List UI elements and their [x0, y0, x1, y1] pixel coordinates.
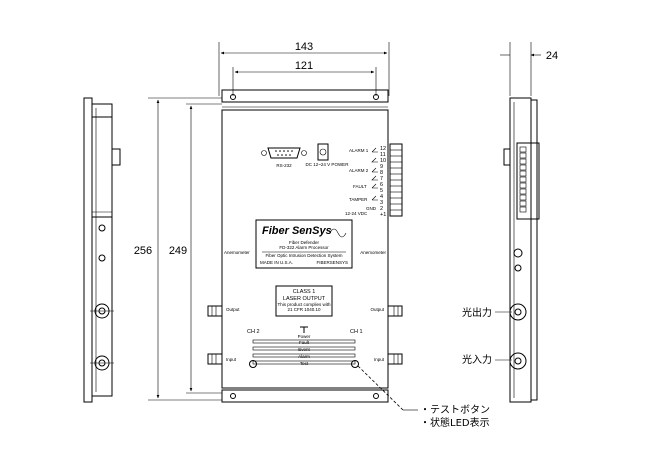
dimension-width-inner: 121 [232, 60, 377, 96]
terminal-8: 8 [380, 170, 383, 176]
dc-power-jack: DC 12~24 V POWER [306, 143, 350, 167]
gnd-label: GND [366, 206, 377, 211]
status-led-label: ・状態LED表示 [420, 416, 490, 429]
anemometer-left-label: Anemometer [224, 250, 250, 255]
led-bar-event [252, 346, 356, 351]
callout-test-led: ・テストボタン ・状態LED表示 [357, 365, 490, 429]
bottom-flange [221, 389, 389, 403]
ch1-label: CH 1 [350, 329, 363, 335]
system-name: Fiber Optic Intrusion Detection System [265, 253, 342, 258]
dc-power-label: DC 12~24 V POWER [306, 162, 350, 167]
input-right-label: Input [374, 357, 385, 362]
mount-hole [230, 393, 236, 399]
test-button-ch2[interactable] [249, 360, 257, 368]
terminal-10: 10 [380, 158, 386, 164]
laser-notice-2: 21 CFR 1040.10 [287, 307, 321, 312]
led-bar-alarm [252, 353, 356, 358]
output-port-left: Output [207, 305, 240, 317]
dimension-121-label: 121 [295, 60, 313, 72]
dimension-height-inner: 249 [169, 103, 222, 394]
optical-output-label: 光出力 [462, 306, 492, 319]
alarm1-label: ALARM 1 [349, 148, 369, 153]
terminal-5: 5 [380, 188, 383, 194]
output-left-label: Output [226, 307, 240, 312]
terminal-2: 2 [380, 206, 383, 212]
dimension-24-label: 24 [546, 50, 558, 62]
tamper-label: TAMPER [349, 197, 368, 202]
laser-notice-1: This product complies with [277, 302, 331, 307]
ch2-label: CH 2 [247, 329, 260, 335]
input-port-left: Input [207, 353, 237, 365]
status-alarm-label: Alarm [298, 354, 310, 359]
input-left-label: Input [226, 357, 237, 362]
dimension-143-label: 143 [295, 41, 313, 53]
laser-output-text: LASER OUTPUT [283, 296, 326, 302]
terminal-3: 3 [380, 200, 383, 206]
terminal-11: 11 [380, 152, 386, 158]
dimension-depth: 24 [500, 42, 558, 96]
anemometer-right-label: Anemometer [360, 250, 386, 255]
product-line: Fiber Defender [289, 240, 320, 245]
callout-optical-input: 光入力 [462, 353, 512, 366]
label-right-small: FIBERSENSYS [316, 260, 348, 265]
power-label: Power [298, 334, 311, 339]
status-test-label: Test [300, 361, 309, 366]
dc-input-label: 12-24 VDC [345, 211, 368, 216]
brand-name: Fiber SenSys [262, 225, 332, 237]
fault-label: FAULT [353, 184, 367, 189]
model-name: FD-322 Alarm Processor [279, 245, 329, 250]
test-button-label: ・テストボタン [420, 404, 490, 416]
rs232-connector: RS-232 [261, 147, 307, 168]
top-flange [221, 89, 389, 103]
right-side-view [503, 97, 540, 403]
mount-hole [373, 393, 379, 399]
alarm2-label: ALARM 2 [349, 168, 369, 173]
input-port-right: Input [374, 353, 403, 365]
output-port-right: Output [370, 305, 403, 317]
product-label: Fiber SenSys Fiber Defender FD-322 Alarm… [255, 219, 353, 269]
output-right-label: Output [370, 307, 384, 312]
left-side-view [83, 97, 121, 403]
terminal-12: 12 [380, 146, 386, 152]
laser-class: CLASS 1 [293, 289, 316, 295]
callout-optical-output: 光出力 [462, 306, 512, 319]
mount-hole [373, 94, 379, 100]
optical-input-label: 光入力 [462, 353, 492, 366]
dimension-width-outer: 143 [218, 41, 390, 96]
terminal-9: 9 [380, 164, 383, 170]
led-bar-fault [252, 339, 356, 344]
mount-hole [230, 94, 236, 100]
led-status-panel: CH 2 CH 1 Power Fault Event Alarm Test [247, 326, 363, 368]
label-left-small: MADE IN U.S.A. [260, 260, 293, 265]
terminal-block: 12 11 10 9 8 7 6 5 4 3 2 +1 ALARM 1 ALAR… [345, 143, 403, 218]
dimension-height-outer: 256 [134, 97, 222, 401]
status-event-label: Event [298, 347, 310, 352]
status-fault-label: Fault [299, 340, 310, 345]
dimension-249-label: 249 [169, 245, 187, 257]
test-button-ch1[interactable] [351, 360, 359, 368]
laser-warning-label: CLASS 1 LASER OUTPUT This product compli… [275, 285, 333, 317]
terminal-6: 6 [380, 182, 383, 188]
terminal-7: 7 [380, 176, 383, 182]
side-terminal-block [519, 146, 527, 213]
led-bar-test [252, 360, 356, 365]
front-view: RS-232 DC 12~24 V POWER 12 11 10 9 [207, 89, 403, 403]
rs232-label: RS-232 [276, 163, 292, 168]
dimension-256-label: 256 [134, 245, 152, 257]
terminal-4: 4 [380, 194, 383, 200]
terminal-1: +1 [380, 212, 386, 218]
